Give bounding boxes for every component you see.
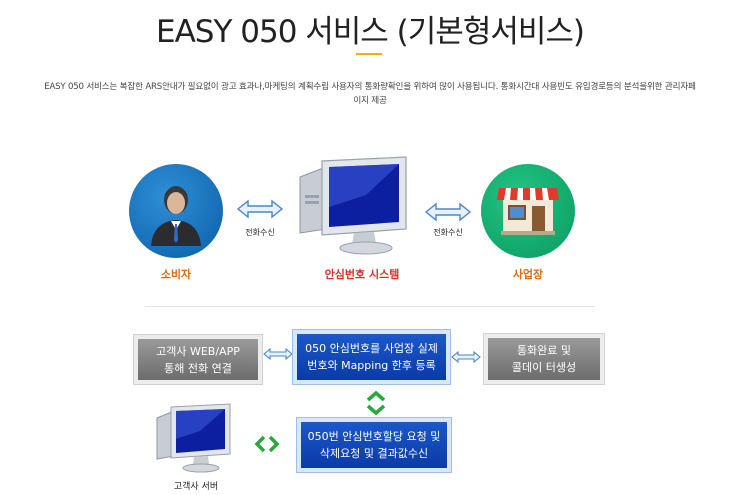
title-underline: [356, 53, 382, 55]
service-description: EASY 050 서비스는 복잡한 ARS안내가 필요없이 광고 효과나,마케팅…: [4, 80, 736, 108]
business-label: 사업장: [512, 268, 544, 281]
call-receive-right-label: 전화수신: [433, 228, 463, 237]
consumer-label: 소비자: [160, 268, 192, 281]
box-complete: 통화완료 및 콜데이 터생성: [484, 334, 604, 384]
box-mapping-line-1: 050 안심번호를 사업장 실제: [305, 342, 438, 355]
server-label: 고객사 서버: [173, 482, 219, 492]
double-arrow-icon: [451, 350, 481, 364]
shop-icon: [497, 188, 559, 235]
horizontal-double-arrow-icon: [254, 435, 280, 453]
box-request-line-1: 050번 안심번호할당 요청 및: [307, 430, 441, 443]
box-request: 050번 안심번호할당 요청 및 삭제요청 및 결과값수신: [297, 418, 451, 472]
box-mapping-line-2: 번호와 Mapping 한후 등록: [307, 359, 436, 372]
description-line-2: 이지 제공: [353, 96, 387, 106]
double-arrow-icon: [263, 347, 293, 361]
box-complete-line-2: 콜데이 터생성: [511, 361, 577, 374]
consumer-circle: [129, 164, 223, 258]
system-label: 안심번호 시스템: [324, 268, 400, 281]
vertical-double-arrow-icon: [366, 390, 386, 416]
section-divider: [145, 306, 595, 307]
box-request-line-2: 삭제요청 및 결과값수신: [319, 447, 429, 460]
call-receive-left-label: 전화수신: [245, 228, 275, 237]
box-web-app-line-2: 통해 전화 연결: [164, 361, 232, 375]
computer-monitor-icon: [299, 156, 407, 255]
business-circle: [481, 164, 575, 258]
box-web-app: 고객사 WEB/APP 통해 전화 연결: [134, 335, 262, 384]
box-complete-line-1: 통화완료 및: [516, 344, 572, 357]
description-line-1: EASY 050 서비스는 복잡한 ARS안내가 필요없이 광고 효과나,마케팅…: [44, 82, 696, 92]
double-arrow-icon: [236, 199, 284, 219]
server-computer-icon: [156, 403, 231, 473]
businessman-icon: [151, 186, 201, 246]
double-arrow-icon: [424, 202, 472, 222]
page-title: EASY 050 서비스 (기본형서비스): [155, 14, 585, 50]
box-web-app-line-1: 고객사 WEB/APP: [156, 344, 240, 358]
box-mapping: 050 안심번호를 사업장 실제 번호와 Mapping 한후 등록: [293, 330, 450, 384]
